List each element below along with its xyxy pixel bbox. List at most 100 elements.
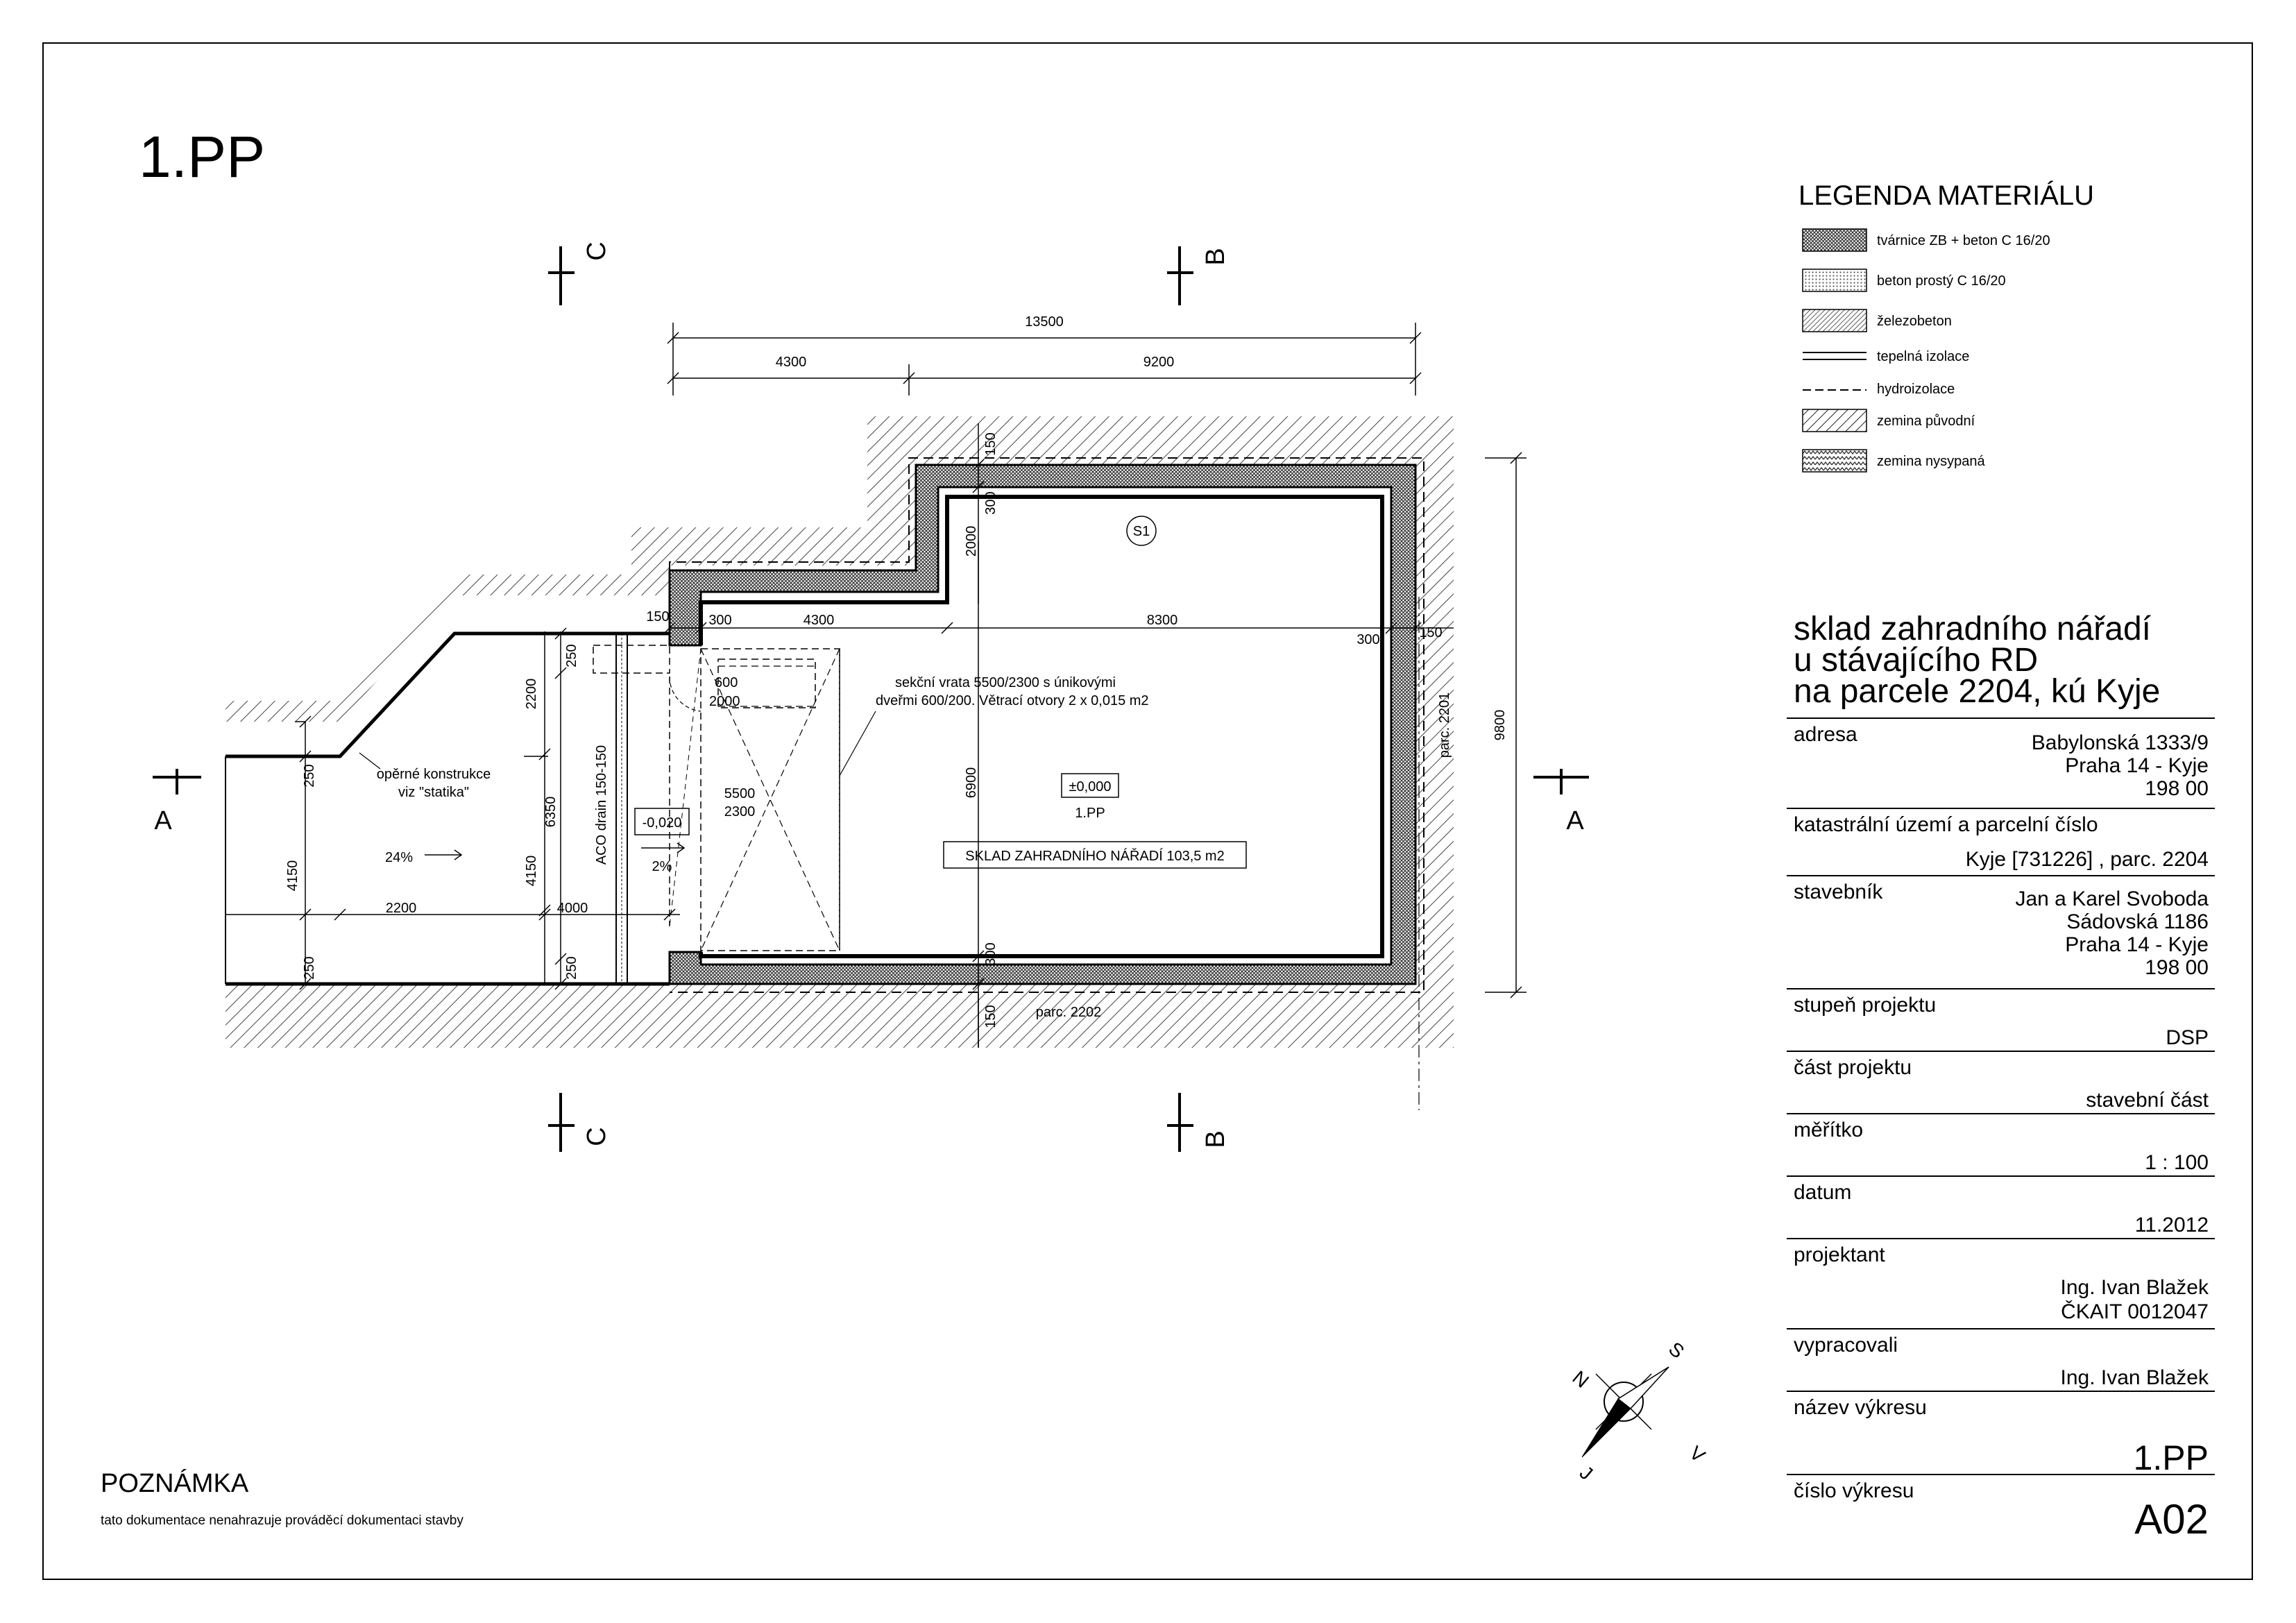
tb-value-stupen: DSP — [2166, 1026, 2209, 1049]
dim-top-left: 4300 — [776, 355, 807, 370]
tb-value-katastr: Kyje [731226] , parc. 2204 — [1966, 848, 2209, 871]
tb-label-datum: datum — [1794, 1181, 1851, 1204]
dim-300-left: 300 — [708, 613, 731, 628]
tb-label-meritko: měřítko — [1794, 1119, 1863, 1141]
tb-value-adresa: 198 00 — [2145, 777, 2209, 800]
dim-right-total: 9800 — [1493, 710, 1508, 741]
tb-value-stavebnik: 198 00 — [2145, 956, 2209, 979]
main-wall — [668, 464, 1417, 985]
compass-n: N — [1568, 1366, 1592, 1392]
title-block: sklad zahradního nářadí u stávajícího RD… — [1787, 611, 2215, 1543]
section-c-bottom: C — [582, 1127, 611, 1146]
legend-label: hydroizolace — [1877, 382, 1955, 397]
dim-top-right: 9200 — [1143, 355, 1175, 370]
marker-s1 — [1126, 516, 1157, 546]
tb-value-nazev: 1.PP — [2134, 1438, 2209, 1477]
dim-wall-150-top: 150 — [983, 432, 998, 455]
section-c-top: C — [582, 241, 611, 260]
dim-4150-right: 4150 — [524, 856, 539, 887]
tb-label-katastr: katastrální území a parcelní číslo — [1794, 813, 2098, 836]
plan-labels: 600 2000 sekční vrata 5500/2300 s únikov… — [359, 675, 1452, 1020]
label-level-floor: 1.PP — [1075, 806, 1105, 821]
tb-value-projektant: Ing. Ivan Blažek — [2061, 1276, 2209, 1299]
legend-swatch-tvarnice — [1802, 228, 1867, 252]
section-a-left: A — [154, 806, 172, 835]
section-letters: C C B B A A — [154, 241, 1584, 1148]
legend-title: LEGENDA MATERIÁLU — [1798, 180, 2094, 211]
project-title-line: sklad zahradního nářadí — [1794, 611, 2152, 647]
sheet-border — [42, 42, 2253, 1580]
tb-label-nazev: název výkresu — [1794, 1396, 1927, 1419]
compass-s: S — [1665, 1338, 1688, 1363]
section-a-right: A — [1566, 806, 1584, 835]
dim-2000: 2000 — [964, 526, 979, 557]
legend-label: železobeton — [1877, 314, 1952, 329]
dim-4300-inner: 4300 — [803, 613, 835, 628]
aco-drain — [615, 634, 628, 984]
tb-label-stupen: stupeň projektu — [1794, 994, 1936, 1017]
dim-150-left: 150 — [646, 609, 669, 624]
compass-v: V — [1685, 1442, 1709, 1467]
label-slope-2: 2% — [652, 859, 672, 874]
tb-value-adresa: Praha 14 - Kyje — [2065, 754, 2209, 777]
label-slope-24: 24% — [385, 850, 413, 865]
tb-label-vypracovali: vypracovali — [1794, 1334, 1898, 1357]
label-aco-drain: ACO drain 150-150 — [594, 745, 609, 865]
tb-label-cast: část projektu — [1794, 1056, 1912, 1079]
tb-label-adresa: adresa — [1794, 723, 1857, 746]
dim-4000: 4000 — [557, 901, 588, 916]
label-gate-5500: 5500 — [724, 786, 756, 801]
legend: LEGENDA MATERIÁLU tvárnice ZB + beton C … — [1798, 180, 2094, 473]
compass-letters: N S J V — [1568, 1338, 1709, 1484]
tb-value-adresa: Babylonská 1333/9 — [2032, 731, 2209, 754]
tb-label-stavebnik: stavebník — [1794, 881, 1883, 903]
legend-swatch-zemina-nasypana — [1802, 449, 1867, 473]
section-marks — [153, 246, 1589, 1152]
tb-value-stavebnik: Jan a Karel Svoboda — [2015, 887, 2209, 910]
dim-150-bottom: 150 — [983, 1005, 998, 1028]
label-gate-2300: 2300 — [724, 804, 756, 819]
label-door-600: 600 — [715, 675, 738, 690]
dim-250-top: 250 — [564, 644, 579, 667]
label-parc-2202: parc. 2202 — [1036, 1005, 1102, 1020]
earth-bottom — [226, 984, 1415, 1048]
project-title-line: u stávajícího RD — [1794, 642, 2038, 679]
tb-value-stavebnik: Sádovská 1186 — [2066, 910, 2209, 933]
label-parc-2201: parc. 2201 — [1437, 692, 1452, 758]
legend-swatch-zelezobeton — [1802, 309, 1867, 332]
tb-value-meritko: 1 : 100 — [2145, 1151, 2209, 1174]
tb-value-datum: 11.2012 — [2135, 1214, 2209, 1237]
dim-250-l2: 250 — [302, 956, 317, 979]
dim-8300: 8300 — [1147, 613, 1178, 628]
compass-j: J — [1576, 1461, 1597, 1484]
dim-total-top: 13500 — [1025, 314, 1064, 330]
tb-value-projektant: ČKAIT 0012047 — [2061, 1300, 2209, 1323]
dim-2200-h: 2200 — [386, 901, 417, 916]
floor-plan: 13500 4300 9200 9800 150 300 2000 150 30… — [153, 241, 1589, 1152]
legend-swatch-zemina-puvodni — [1802, 409, 1867, 432]
compass — [1581, 1366, 1669, 1458]
tb-value-cast: stavební část — [2086, 1089, 2209, 1112]
dim-2200-v: 2200 — [524, 679, 539, 710]
tb-label-cislo: číslo výkresu — [1794, 1479, 1914, 1502]
legend-label: zemina nysypaná — [1877, 454, 1986, 469]
dim-6900: 6900 — [964, 767, 979, 799]
marker-s1-label: S1 — [1133, 524, 1150, 539]
label-gate-note-1: sekční vrata 5500/2300 s únikovými — [895, 675, 1116, 690]
legend-label: zemina původní — [1877, 414, 1975, 429]
section-b-top: B — [1201, 248, 1230, 265]
dim-250-bot: 250 — [564, 956, 579, 979]
dim-250-l1: 250 — [302, 764, 317, 787]
dim-300-bottom: 300 — [983, 942, 998, 965]
section-b-bottom: B — [1201, 1130, 1230, 1148]
tb-value-vypracovali: Ing. Ivan Blažek — [2061, 1366, 2209, 1389]
label-level-minus: -0,020 — [643, 815, 682, 831]
label-retaining-2: viz "statika" — [398, 785, 469, 800]
legend-swatch-beton — [1802, 269, 1867, 292]
dimensions — [295, 323, 1527, 1048]
dim-300-right: 300 — [1357, 632, 1379, 647]
dim-4150-left: 4150 — [285, 860, 300, 892]
dim-wall-300-top: 300 — [983, 491, 998, 514]
legend-label: tvárnice ZB + beton C 16/20 — [1877, 233, 2050, 248]
